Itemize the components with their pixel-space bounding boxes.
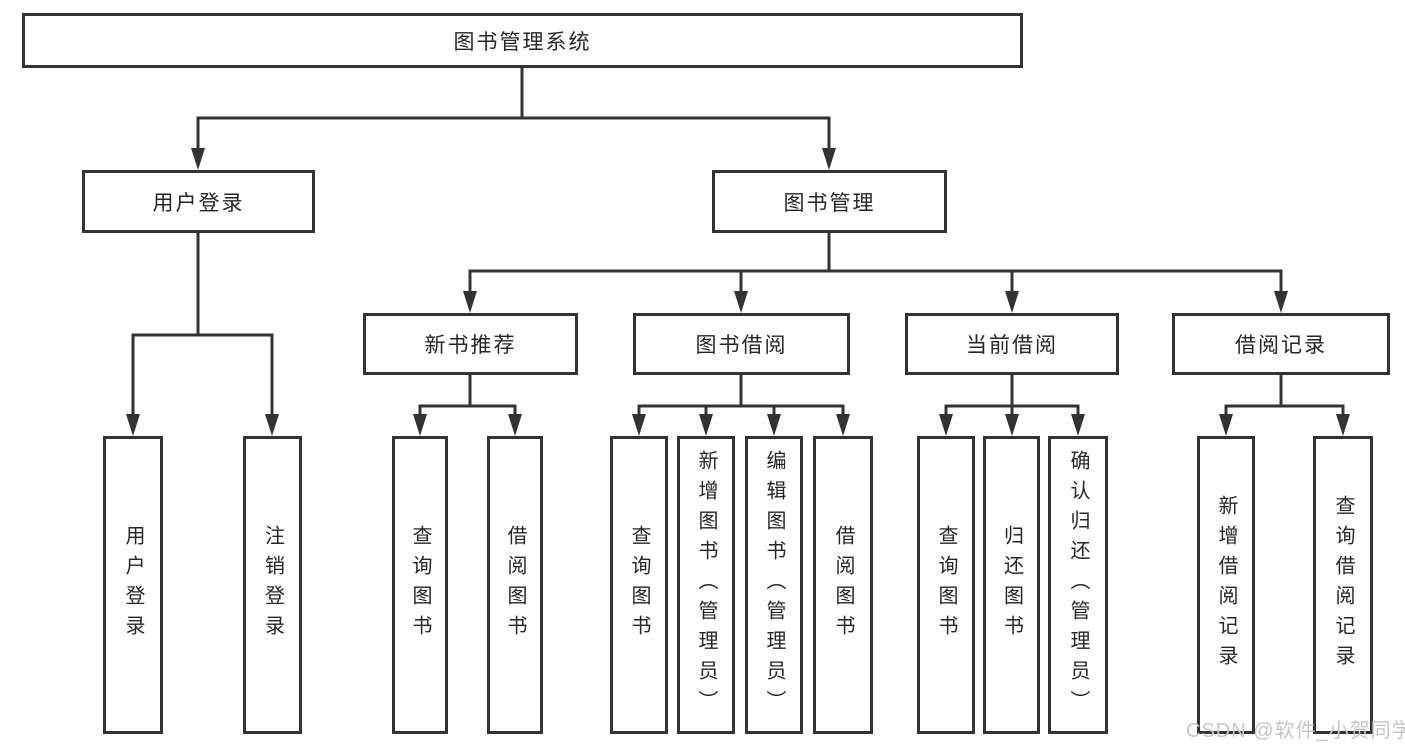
arrow-to-leaf-confirm xyxy=(1071,414,1085,436)
leaf-logout-label: 注销登录 xyxy=(261,525,284,645)
leaf-add-book-admin: 新增图书（管理员） xyxy=(677,436,735,734)
arrow-to-leaf-query3 xyxy=(939,414,953,436)
leaf-query-borrow-record: 查询借阅记录 xyxy=(1313,436,1373,734)
connector-management-trunk xyxy=(468,231,1283,299)
leaf-user-login-label: 用户登录 xyxy=(122,525,144,645)
node-current-borrow: 当前借阅 xyxy=(905,313,1119,375)
arrow-to-leaf-login xyxy=(126,414,140,436)
arrow-to-leaf-query1 xyxy=(413,414,427,436)
arrow-to-leaf-add-book xyxy=(699,414,713,436)
node-user-login-label: 用户登录 xyxy=(152,191,245,215)
leaf-borrow-books-recommend: 借阅图书 xyxy=(487,436,543,734)
node-new-book-recommend: 新书推荐 xyxy=(363,313,578,375)
leaf-borrow-books-recommend-label: 借阅图书 xyxy=(504,525,526,645)
node-book-borrow-label: 图书借阅 xyxy=(695,334,788,357)
node-current-borrow-label: 当前借阅 xyxy=(966,334,1058,357)
leaf-query-books-recommend-label: 查询图书 xyxy=(409,525,431,645)
arrow-to-recommend xyxy=(463,291,477,313)
arrow-to-leaf-borrow1 xyxy=(508,414,522,436)
arrow-to-user-login xyxy=(191,148,205,170)
node-new-book-recommend-label: 新书推荐 xyxy=(424,334,517,357)
node-book-borrow: 图书借阅 xyxy=(633,313,850,375)
node-book-management-label: 图书管理 xyxy=(783,191,876,215)
node-root-label: 图书管理系统 xyxy=(453,30,592,54)
leaf-query-books-recommend: 查询图书 xyxy=(392,436,448,734)
leaf-borrow-books: 借阅图书 xyxy=(813,436,873,734)
leaf-edit-book-admin-label: 编辑图书（管理员） xyxy=(763,450,785,720)
node-borrow-records: 借阅记录 xyxy=(1172,313,1390,375)
leaf-query-books-current: 查询图书 xyxy=(917,436,975,734)
node-borrow-records-label: 借阅记录 xyxy=(1235,334,1327,357)
leaf-return-book-label: 归还图书 xyxy=(1000,525,1023,645)
leaf-return-book: 归还图书 xyxy=(983,436,1040,734)
arrow-to-leaf-add-record xyxy=(1219,414,1233,436)
arrow-to-records xyxy=(1274,291,1288,313)
connector-root-trunk xyxy=(196,66,831,156)
arrow-to-leaf-return xyxy=(1005,414,1019,436)
node-root: 图书管理系统 xyxy=(22,13,1023,68)
leaf-confirm-return-admin-label: 确认归还（管理员） xyxy=(1067,450,1089,720)
leaf-add-borrow-record: 新增借阅记录 xyxy=(1197,436,1255,734)
leaf-logout: 注销登录 xyxy=(243,436,302,734)
arrow-to-current xyxy=(1005,291,1019,313)
arrow-to-leaf-query2 xyxy=(632,414,646,436)
leaf-edit-book-admin: 编辑图书（管理员） xyxy=(745,436,803,734)
leaf-query-books-current-label: 查询图书 xyxy=(935,525,957,645)
watermark-text: CSDN @软件_小贺同学 xyxy=(1186,720,1405,742)
arrow-to-borrow xyxy=(734,291,748,313)
connector-records-trunk xyxy=(1224,373,1345,422)
arrow-to-book-management xyxy=(822,148,836,170)
connector-login-trunk xyxy=(131,231,274,422)
leaf-user-login: 用户登录 xyxy=(103,436,163,734)
arrow-to-leaf-logout xyxy=(265,414,279,436)
connector-recommend-trunk xyxy=(418,373,517,422)
leaf-query-books-borrow: 查询图书 xyxy=(610,436,668,734)
leaf-add-borrow-record-label: 新增借阅记录 xyxy=(1215,495,1237,675)
leaf-confirm-return-admin: 确认归还（管理员） xyxy=(1048,436,1108,734)
connector-borrow-trunk xyxy=(637,373,845,422)
arrow-to-leaf-edit-book xyxy=(767,414,781,436)
arrow-to-leaf-borrow2 xyxy=(836,414,850,436)
connector-current-trunk xyxy=(944,373,1080,422)
leaf-add-book-admin-label: 新增图书（管理员） xyxy=(695,450,717,720)
node-user-login: 用户登录 xyxy=(82,170,315,233)
leaf-query-books-borrow-label: 查询图书 xyxy=(628,525,650,645)
leaf-query-borrow-record-label: 查询借阅记录 xyxy=(1332,495,1354,675)
node-book-management: 图书管理 xyxy=(712,170,947,233)
leaf-borrow-books-label: 借阅图书 xyxy=(832,525,854,645)
arrow-to-leaf-query-record xyxy=(1336,414,1350,436)
